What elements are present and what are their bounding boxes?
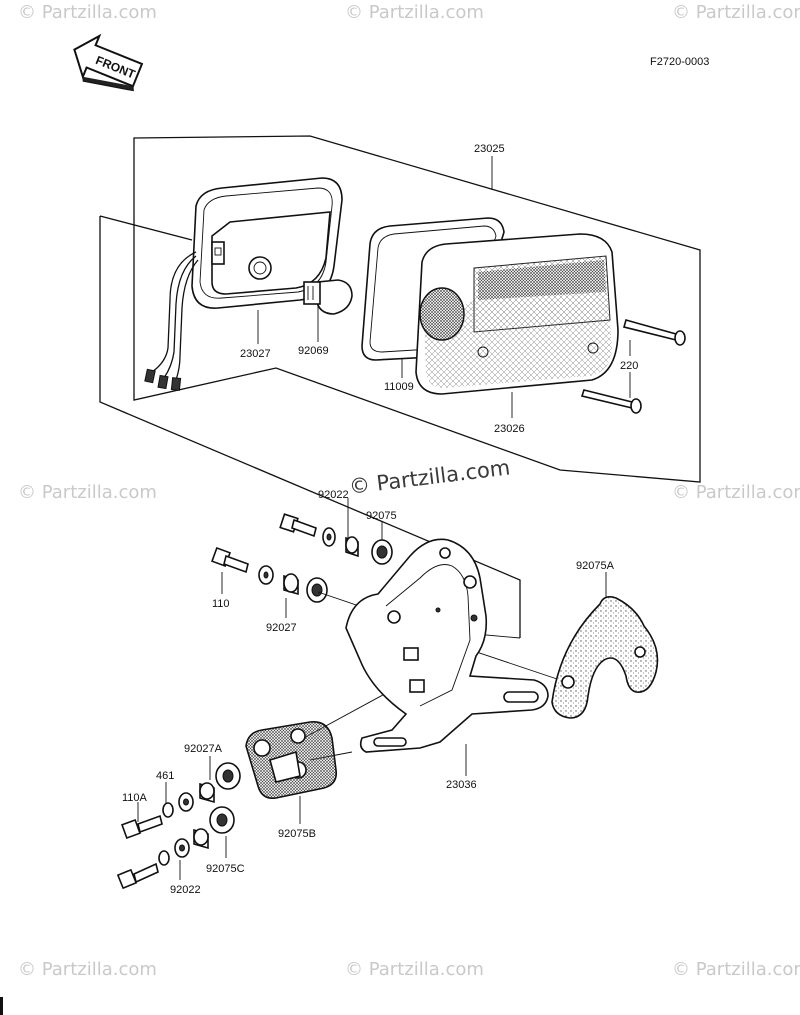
license-bracket [345,538,549,753]
callout-220: 220 [620,360,638,372]
callout-110: 110 [212,598,230,610]
taillight-assembly-frame [99,135,701,638]
taillight-lens [415,233,619,395]
callout-92075: 92075 [366,510,397,522]
reflector-bracket [551,596,659,719]
callout-92022-top: 92022 [318,489,349,501]
lower-hardware [116,762,241,890]
watermark-mid-left: © Partzilla.com [18,482,157,503]
callout-92027: 92027 [266,622,297,634]
callout-92069: 92069 [298,345,329,357]
callout-23026: 23026 [494,423,525,435]
scan-edge-mark [0,997,3,1015]
watermark-bottom-center: © Partzilla.com [345,959,484,980]
front-arrow: FRONT [73,33,144,92]
bulb [303,279,353,315]
callout-92075C: 92075C [206,863,245,875]
watermark-top-left: © Partzilla.com [18,2,157,23]
callout-92027A: 92027A [184,743,223,755]
callout-92075B: 92075B [278,828,316,840]
callout-23036: 23036 [446,779,477,791]
watermark-top-right: © Partzilla.com [672,2,800,23]
callout-11009: 11009 [384,381,414,393]
callout-92075A: 92075A [576,560,615,572]
lens-screws [580,319,686,414]
watermark-bottom-left: © Partzilla.com [18,959,157,980]
taillight-housing [144,177,343,391]
watermark-mid-right: © Partzilla.com [672,482,800,503]
watermark-top-center: © Partzilla.com [345,2,484,23]
callout-92022-bottom: 92022 [170,884,201,896]
diagram-code: F2720-0003 [650,56,709,68]
callout-23025: 23025 [474,143,505,155]
watermark-center: © Partzilla.com [348,455,512,499]
upper-hardware [211,513,393,603]
callout-461: 461 [156,770,174,782]
watermark-bottom-right: © Partzilla.com [672,959,800,980]
callout-23027: 23027 [240,348,271,360]
callout-110A: 110A [122,792,148,804]
rubber-mount-plate [245,721,338,800]
